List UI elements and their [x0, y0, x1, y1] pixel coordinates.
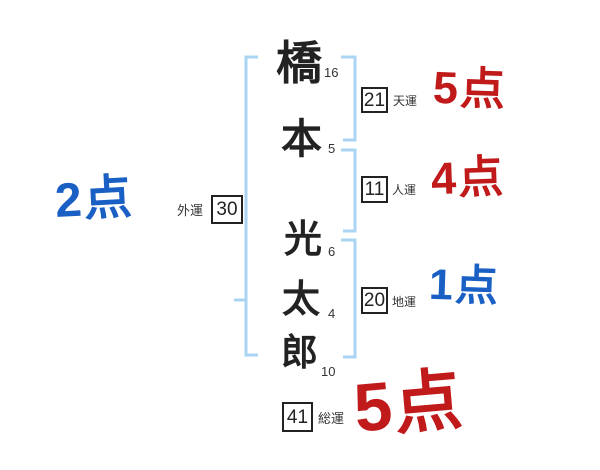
- person-luck-value-box: 11: [361, 176, 388, 203]
- person-luck-score: 4点: [430, 150, 506, 205]
- earth-luck-value: 20: [363, 290, 386, 311]
- heaven-luck-score: 5点: [432, 61, 508, 116]
- earth-luck-score: 1点: [428, 260, 501, 312]
- heaven-luck-bracket: [341, 55, 357, 142]
- heaven-luck-value: 21: [363, 89, 386, 111]
- total-luck-score: 5点: [350, 361, 467, 447]
- name-char-1: 橋: [276, 37, 322, 89]
- person-luck-value: 11: [364, 179, 385, 200]
- earth-luck-bracket: [341, 238, 357, 359]
- total-luck-value: 41: [286, 406, 309, 428]
- person-luck-label: 人運: [392, 183, 417, 197]
- name-char-5: 郎: [281, 332, 318, 373]
- name-char-2: 本: [281, 116, 322, 162]
- name-char-4: 太: [282, 279, 321, 321]
- stroke-count-1: 16: [324, 65, 339, 80]
- earth-luck-value-box: 20: [361, 287, 388, 314]
- heaven-luck-label: 天運: [393, 94, 418, 108]
- stroke-count-5: 10: [321, 364, 336, 379]
- outer-luck-score: 2点: [53, 170, 136, 229]
- person-luck-bracket: [341, 148, 357, 233]
- stroke-count-2: 5: [328, 141, 336, 156]
- outer-luck-label: 外運: [177, 203, 204, 218]
- total-luck-label: 総運: [318, 411, 345, 426]
- outer-luck-bracket: [234, 55, 258, 357]
- total-luck-value-box: 41: [282, 402, 313, 432]
- stroke-count-4: 4: [328, 306, 336, 321]
- outer-luck-value-box: 30: [211, 195, 243, 224]
- stroke-count-3: 6: [328, 244, 336, 259]
- outer-luck-value: 30: [216, 199, 238, 220]
- earth-luck-label: 地運: [392, 295, 417, 309]
- name-char-3: 光: [284, 219, 323, 261]
- heaven-luck-value-box: 21: [361, 87, 388, 113]
